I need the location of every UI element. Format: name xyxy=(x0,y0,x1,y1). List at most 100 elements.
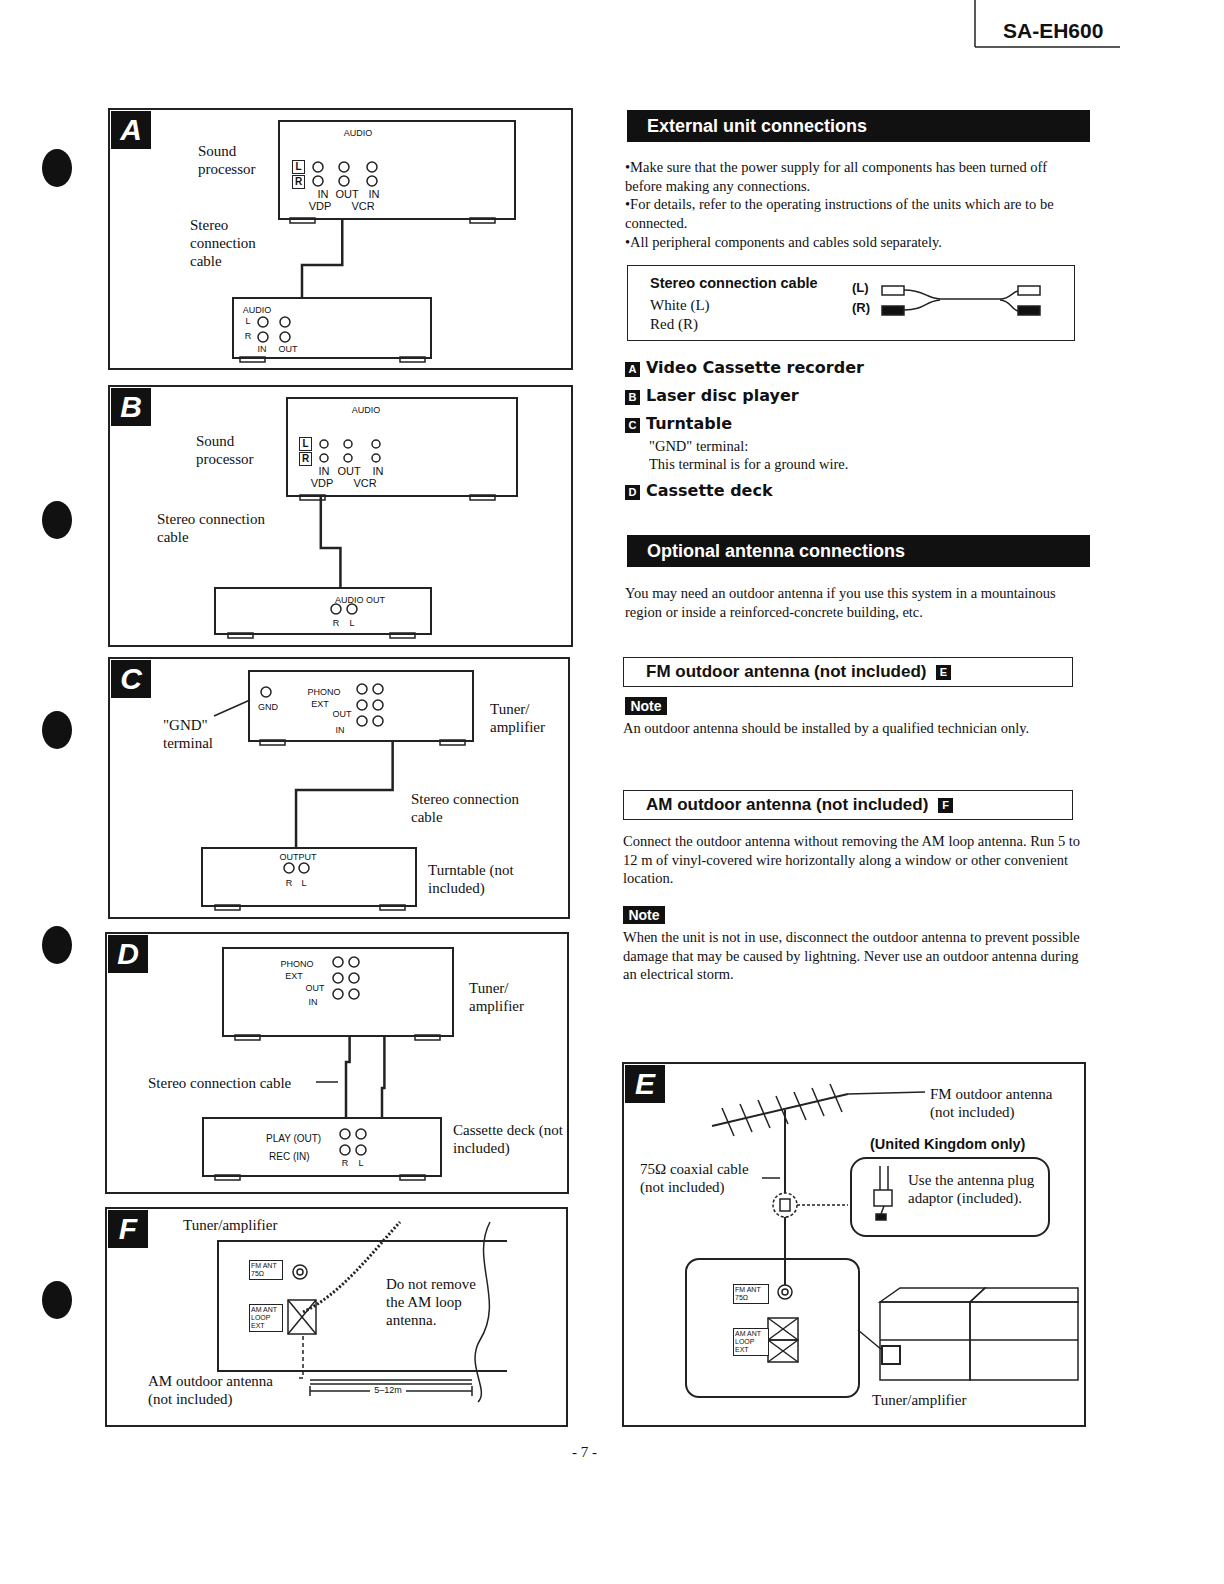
note-badge: Note xyxy=(625,697,667,715)
jack-label: R xyxy=(284,878,294,888)
node-text: AUDIO OUT xyxy=(324,595,396,605)
dimension: 5–12m xyxy=(370,1385,406,1395)
stereo-cable xyxy=(302,220,342,297)
node-text: Turntable (not included) xyxy=(428,861,528,897)
jack-label: IN xyxy=(314,465,334,477)
jack-label: R xyxy=(243,331,253,341)
cable-label: Stereo connection cable xyxy=(190,216,270,270)
jack-label: OUT xyxy=(330,709,354,719)
panel-letter: F xyxy=(108,1210,148,1248)
panel-frame: E(United Kingdom only)Use the antenna pl… xyxy=(622,1062,1086,1427)
channel-marker: R xyxy=(292,175,305,189)
node-text: PLAY (OUT) xyxy=(266,1133,338,1145)
tuner-amplifier: Tuner/ amplifierPHONO xyxy=(248,670,474,742)
item-title: Turntable xyxy=(646,414,946,434)
item-title: Cassette deck xyxy=(646,481,946,501)
jack-label: OUT xyxy=(303,983,327,993)
panel-frame: D Tuner/ amplifierPHONO Cassette deck (not… xyxy=(105,932,569,1194)
note: Do not remove the AM loop antenna. xyxy=(386,1275,481,1329)
jack-label: VCR xyxy=(349,477,381,489)
channel-marker: (R) xyxy=(852,300,880,316)
jack-label: IN xyxy=(254,344,270,354)
page-number: - 7 - xyxy=(572,1443,612,1461)
node-text: Red (R) xyxy=(650,315,800,333)
node-text: Sound processor xyxy=(196,432,270,468)
bullet-note: •Make sure that the power supply for all… xyxy=(625,158,1083,195)
node-text: AUDIO xyxy=(328,128,388,138)
node-text: External unit connections xyxy=(647,115,1047,137)
panel-letter: C xyxy=(111,660,151,698)
node-text: Use the antenna plug adaptor (included). xyxy=(908,1171,1043,1207)
tuner-amplifier-rear: Tuner/amplifierFM ANT 75ΩAM ANT LOOP EXT xyxy=(217,1240,507,1372)
jack-label: L xyxy=(243,316,253,326)
subheading-box: AM outdoor antenna (not included) F xyxy=(623,790,1073,820)
jack-label: EXT xyxy=(309,699,331,709)
bullet-note: •For details, refer to the operating ins… xyxy=(625,195,1083,232)
node-text: FM ANT 75Ω xyxy=(249,1260,283,1280)
jack-label: L xyxy=(299,878,309,888)
plug-adaptor-note: (United Kingdom only)Use the antenna plu… xyxy=(850,1157,1050,1237)
item-letter: A xyxy=(625,362,640,377)
terminal-label: GND xyxy=(254,702,282,712)
panel-frame: C Tuner/ amplifierPHONO Turntable (not inc… xyxy=(108,657,570,919)
cable-key: Stereo connection cableWhite (L)Red (R) xyxy=(627,265,1075,341)
panel-letter: A xyxy=(111,111,151,149)
jack-label: IN xyxy=(368,465,388,477)
section-band: Optional antenna connections xyxy=(627,535,1090,567)
jack-label: VCR xyxy=(347,200,379,212)
panel-letter: D xyxy=(108,935,148,973)
stereo-cable xyxy=(382,1037,384,1117)
figure-reference: E xyxy=(936,665,951,680)
node-text: PHONO xyxy=(303,687,345,697)
node-text: AM outdoor antenna (not included) xyxy=(646,794,928,816)
jack-label: IN xyxy=(313,188,333,200)
node-text: FM outdoor antenna (not included) xyxy=(646,661,926,683)
jack-label: OUT xyxy=(277,344,299,354)
callout-label: "GND" terminal xyxy=(163,716,225,752)
paragraph: You may need an outdoor antenna if you u… xyxy=(625,584,1083,621)
jack-label: L xyxy=(356,1158,366,1168)
jack-label: IN xyxy=(305,997,321,1007)
callout-label: AM outdoor antenna (not included) xyxy=(148,1372,293,1408)
jack-label: OUT xyxy=(334,465,364,477)
node-text: Optional antenna connections xyxy=(647,540,1047,562)
panel-frame: ASound processorAUDIOAUDIO xyxy=(108,108,573,370)
item-title: Video Cassette recorder xyxy=(646,358,946,378)
node-text: OUTPUT xyxy=(273,852,323,862)
jack-label: IN xyxy=(364,188,384,200)
tuner-amplifier: Tuner/ amplifierPHONO xyxy=(222,947,454,1037)
channel-marker: L xyxy=(292,160,305,174)
jack-label: VDP xyxy=(304,200,336,212)
node-text: White (L) xyxy=(650,296,800,314)
node-text: AUDIO xyxy=(336,405,396,415)
jack-label: L xyxy=(347,618,357,628)
callout-label: 75Ω coaxial cable (not included) xyxy=(640,1160,760,1196)
antenna-terminal-closeup: FM ANT 75Ω AM ANT LOOP EXT xyxy=(685,1258,860,1398)
node-text: AUDIO xyxy=(237,305,277,315)
node-text: REC (IN) xyxy=(269,1151,331,1163)
cable-label: Stereo connection cable xyxy=(148,1074,313,1092)
node-text: Tuner/ amplifier xyxy=(469,979,559,1015)
node-text: Sound processor xyxy=(198,142,272,178)
model-number: SA-EH600 xyxy=(1003,18,1123,44)
item-title: Laser disc player xyxy=(646,386,946,406)
cassette-deck: Cassette deck (not included)PLAY (OUT)RE… xyxy=(202,1117,442,1177)
laser-disc-player: AUDIO OUT xyxy=(214,587,432,635)
figure-reference: F xyxy=(938,798,953,813)
callout-label: FM outdoor antenna (not included) xyxy=(930,1085,1080,1121)
node-text: AM ANT LOOP EXT xyxy=(249,1304,283,1332)
jack-label: VDP xyxy=(306,477,338,489)
stereo-cable xyxy=(321,497,341,587)
bullet-note: •All peripheral components and cables so… xyxy=(625,233,1083,252)
item-letter: C xyxy=(625,418,640,433)
node-text: AM ANT LOOP EXT xyxy=(733,1328,769,1356)
section-band: External unit connections xyxy=(627,110,1090,142)
node-text: FM ANT 75Ω xyxy=(733,1284,769,1304)
part-label: Tuner/amplifier xyxy=(872,1391,992,1409)
cable-label: Stereo connection cable xyxy=(411,790,521,826)
item-detail: "GND" terminal: xyxy=(649,437,949,456)
jack-label: OUT xyxy=(332,188,362,200)
paragraph: An outdoor antenna should be installed b… xyxy=(623,719,1081,738)
